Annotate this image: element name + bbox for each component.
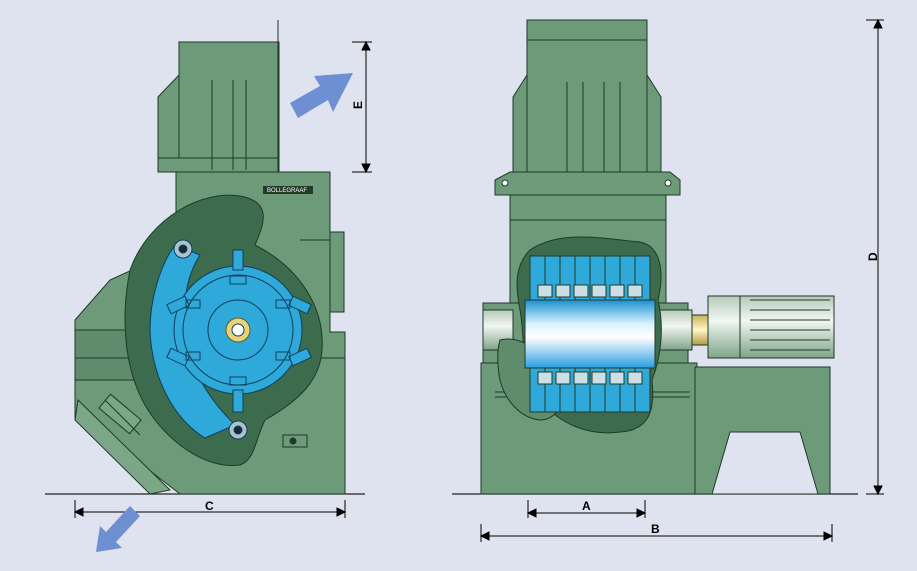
- rotor-side: [149, 239, 312, 440]
- dimension-d: [866, 18, 884, 496]
- brand-plate: BOLLEGRAAF: [263, 186, 313, 194]
- front-hopper: [512, 19, 662, 173]
- inlet-arrow-icon: [290, 73, 353, 118]
- dimension-b: [479, 524, 834, 542]
- dimension-b-label: B: [651, 522, 660, 536]
- electric-motor: [707, 295, 835, 359]
- outlet-arrow-icon: [96, 506, 140, 552]
- front-view: D A B: [452, 18, 884, 542]
- dimension-e: [352, 40, 372, 174]
- dimension-d-label: D: [866, 252, 880, 261]
- front-flange: [494, 171, 681, 221]
- spring-mechanism: [98, 393, 142, 436]
- side-view: BOLLEGRAAF E C: [45, 20, 372, 552]
- brand-plate-text: BOLLEGRAAF: [267, 188, 307, 194]
- dimension-c: [73, 500, 347, 518]
- dimension-a-label: A: [582, 499, 591, 513]
- dimension-a: [526, 500, 647, 518]
- rotor-cutaway: [497, 236, 662, 434]
- dimension-e-label: E: [351, 101, 365, 109]
- feed-hopper: [157, 20, 280, 173]
- dimension-c-label: C: [205, 499, 214, 513]
